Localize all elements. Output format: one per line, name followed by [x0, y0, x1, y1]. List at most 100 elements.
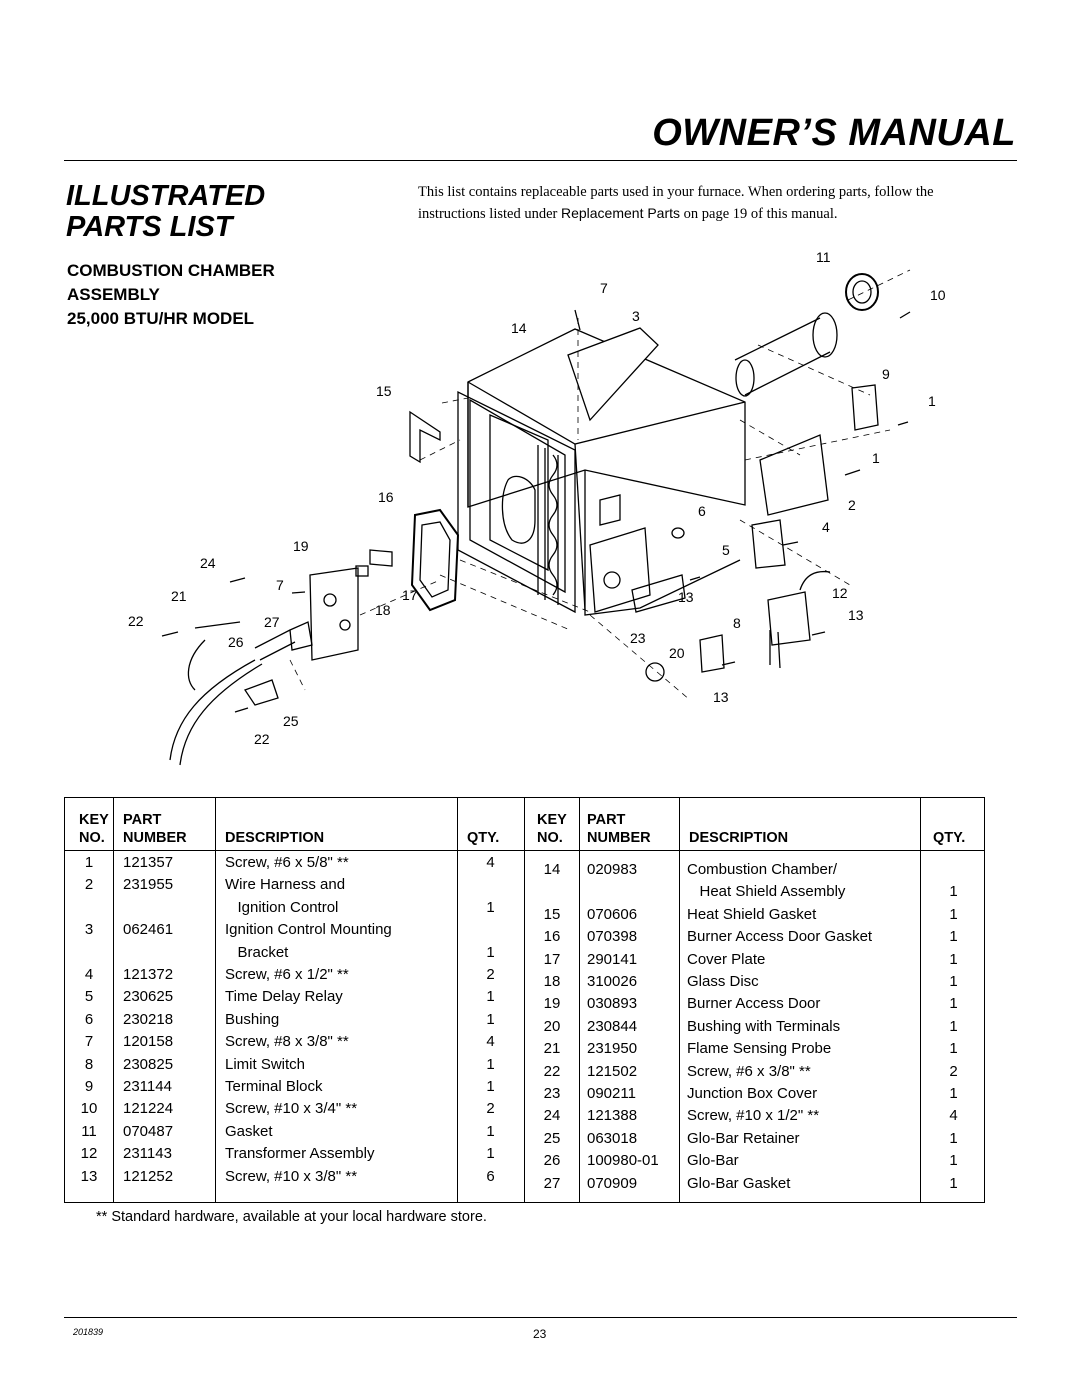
key-no-cell: 6 [84, 1010, 94, 1028]
description-cell: Heat Shield Gasket [687, 905, 817, 923]
description-cell: Glass Disc [687, 973, 759, 990]
key-no-cell: 24 [543, 1107, 561, 1125]
callout-label: 5 [722, 542, 730, 558]
part-number-cell: 120158 [123, 1033, 174, 1051]
key-no-cell: 8 [84, 1055, 94, 1073]
callout-label: 18 [375, 602, 391, 618]
qty-cell: 4 [949, 1107, 958, 1125]
header-description: DESCRIPTION [689, 830, 789, 846]
description-cell: Ignition Control Mounting [225, 921, 392, 939]
table-divider [679, 798, 680, 1202]
qty-cell: 2 [486, 966, 495, 983]
key-no-cell: 12 [80, 1145, 98, 1163]
callout-label: 24 [200, 555, 216, 571]
part-number-cell: 121252 [123, 1167, 174, 1185]
key-no-cell: 9 [84, 1078, 94, 1095]
key-no-cell: 16 [543, 928, 561, 946]
callout-label: 2 [848, 497, 856, 513]
intro-paragraph: This list contains replaceable parts use… [418, 182, 1018, 225]
description-cell: Screw, #10 x 1/2" ** [687, 1107, 820, 1125]
qty-cell: 1 [949, 1129, 958, 1147]
description-cell: Junction Box Cover [687, 1085, 818, 1102]
qty-cell: 1 [486, 1055, 495, 1073]
qty-cell: 1 [486, 988, 495, 1006]
description-cell: Ignition Control [225, 898, 339, 916]
callout-label: 7 [600, 280, 608, 296]
description-cell: Screw, #10 x 3/8" ** [225, 1167, 358, 1185]
subtitle-line3: 25,000 BTU/HR MODEL [67, 309, 255, 328]
key-no-cell: 3 [84, 921, 94, 939]
callout-label: 7 [276, 577, 284, 593]
qty-cell: 1 [486, 1078, 495, 1095]
qty-cell: 4 [486, 1033, 495, 1051]
part-number-cell: 090211 [587, 1085, 636, 1102]
description-cell: Screw, #6 x 1/2" ** [225, 966, 349, 983]
qty-cell: 1 [949, 883, 958, 901]
part-number-cell: 231955 [123, 876, 174, 894]
description-cell: Glo-Bar [687, 1152, 739, 1170]
callout-label: 6 [698, 503, 706, 519]
description-cell: Bushing with Terminals [687, 1017, 841, 1035]
header-no: NO. [537, 830, 563, 846]
part-number-cell: 070398 [587, 928, 638, 946]
table-divider [215, 798, 216, 1202]
part-number-cell: 230625 [123, 988, 174, 1006]
doc-number: 201839 [73, 1327, 104, 1337]
qty-cell: 1 [949, 928, 958, 946]
qty-cell: 6 [486, 1167, 495, 1185]
callout-label: 13 [848, 607, 864, 623]
footnote: ** Standard hardware, available at your … [96, 1209, 487, 1225]
intro-replacement-parts-ref: Replacement Parts [560, 205, 681, 221]
key-no-cell: 13 [80, 1167, 98, 1185]
section-title-line2: PARTS LIST [66, 211, 233, 243]
part-number-cell: 121357 [123, 854, 174, 871]
part-number-cell: 070909 [587, 1174, 638, 1192]
part-number-cell: 121502 [587, 1062, 638, 1080]
part-number-cell: 070606 [587, 905, 638, 923]
qty-cell: 2 [949, 1062, 958, 1080]
callout-label: 26 [228, 634, 244, 650]
header-number: NUMBER [587, 830, 651, 846]
callout-label: 14 [511, 320, 527, 336]
description-cell: Transformer Assembly [225, 1145, 375, 1163]
key-no-cell: 25 [543, 1129, 561, 1147]
intro-line2-before: instructions listed under [418, 206, 561, 222]
callout-label: 16 [378, 489, 394, 505]
part-number-cell: 030893 [587, 995, 638, 1013]
diagram-callout-labels: 11 7 10 3 14 9 15 1 1 16 6 2 4 19 5 24 7… [128, 249, 946, 747]
key-no-cell: 27 [543, 1174, 561, 1192]
description-cell: Glo-Bar Gasket [687, 1174, 791, 1192]
table-divider [524, 798, 525, 1202]
key-no-cell: 11 [81, 1122, 97, 1140]
key-no-cell: 19 [543, 995, 561, 1013]
callout-label: 21 [171, 588, 187, 604]
part-number-cell: 230844 [587, 1017, 638, 1035]
key-no-cell: 20 [543, 1017, 561, 1035]
callout-label: 15 [376, 383, 392, 399]
key-no-cell: 7 [84, 1033, 94, 1051]
part-number-cell: 230218 [123, 1010, 174, 1028]
qty-cell: 1 [949, 973, 958, 990]
header-part: PART [587, 812, 626, 828]
key-no-cell: 17 [543, 950, 561, 968]
table-divider [457, 798, 458, 1202]
description-cell: Wire Harness and [225, 876, 346, 894]
callout-label: 23 [630, 630, 646, 646]
section-title-line1: ILLUSTRATED [66, 180, 266, 212]
key-no-cell: 4 [84, 966, 94, 983]
key-no-cell: 26 [543, 1152, 561, 1170]
header-key: KEY [537, 812, 567, 828]
description-cell: Screw, #10 x 3/4" ** [225, 1100, 358, 1118]
qty-cell: 1 [486, 898, 495, 916]
description-cell: Burner Access Door [687, 995, 821, 1013]
qty-cell: 1 [949, 1085, 958, 1102]
intro-line1: This list contains replaceable parts use… [418, 184, 934, 200]
page-header-title: OWNER’S MANUAL [652, 112, 1016, 154]
part-number-cell: 230825 [123, 1055, 174, 1073]
part-number-cell: 310026 [587, 973, 638, 990]
callout-label: 22 [128, 613, 144, 629]
callout-label: 9 [882, 366, 890, 382]
key-no-cell: 22 [543, 1062, 561, 1080]
qty-cell: 1 [949, 905, 958, 923]
description-cell: Time Delay Relay [225, 988, 343, 1006]
